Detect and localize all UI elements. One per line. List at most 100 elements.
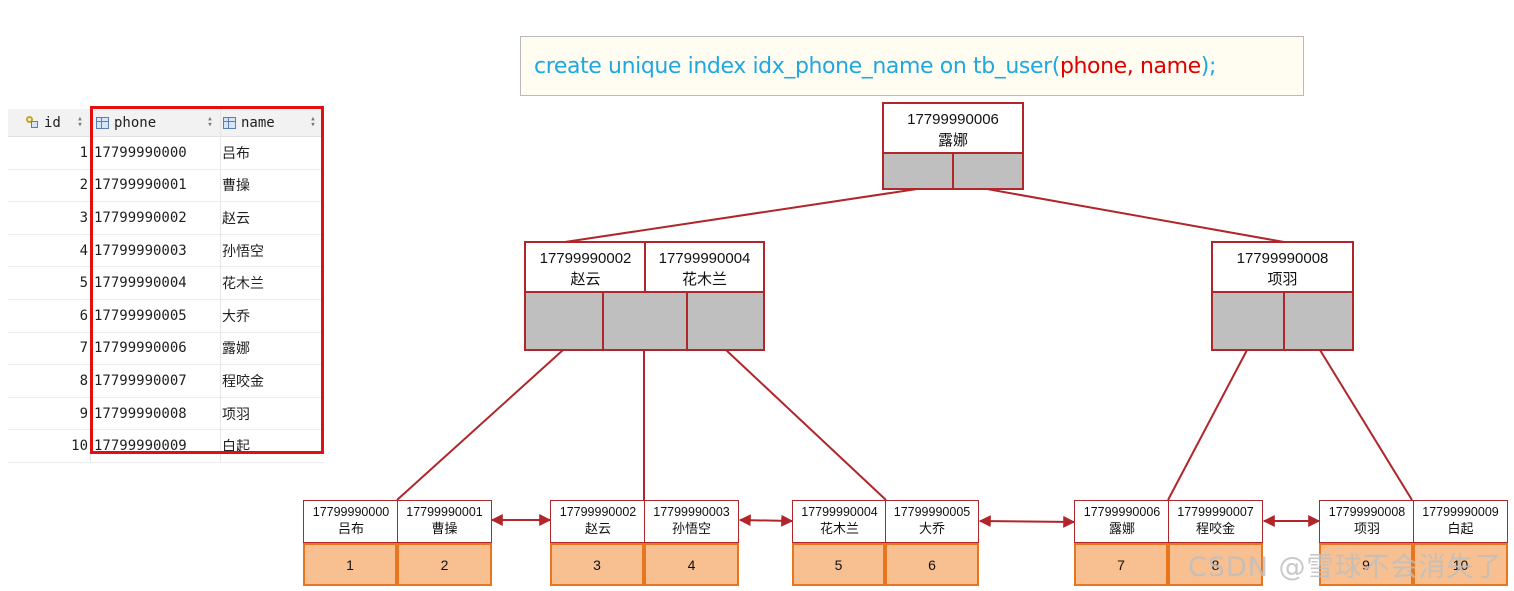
- column-label-name: name: [241, 114, 275, 131]
- name-cell[interactable]: 孙悟空: [222, 243, 264, 260]
- row-id-cell[interactable]: 2: [8, 169, 88, 202]
- sort-icon[interactable]: ▴▾: [310, 114, 316, 130]
- name-cell[interactable]: 花木兰: [222, 276, 264, 293]
- column-header-phone[interactable]: phone ▴▾: [96, 109, 216, 136]
- phone-cell[interactable]: 17799990008: [94, 405, 187, 422]
- table-row[interactable]: 2 17799990001 曹操: [8, 169, 324, 203]
- phone-cell[interactable]: 17799990003: [94, 242, 187, 259]
- column-header-id[interactable]: id ▴▾: [26, 109, 86, 136]
- column-header-name[interactable]: name ▴▾: [223, 109, 323, 136]
- sort-icon[interactable]: ▴▾: [207, 114, 213, 130]
- column-icon: [96, 116, 109, 129]
- column-label-id: id: [44, 114, 61, 131]
- key-phone: 17799990002: [559, 505, 637, 519]
- name-cell[interactable]: 赵云: [222, 210, 250, 227]
- name-cell[interactable]: 曹操: [222, 178, 250, 195]
- name-cell[interactable]: 程咬金: [222, 373, 264, 390]
- table-row[interactable]: 8 17799990007 程咬金: [8, 365, 324, 398]
- phone-cell[interactable]: 17799990006: [94, 340, 187, 357]
- index-key: 17799990002 赵云: [526, 243, 645, 295]
- internal-node-left: 17799990002 赵云 17799990004 花木兰: [524, 241, 765, 351]
- key-phone: 17799990005: [893, 505, 971, 519]
- row-data-cell: 1: [303, 543, 397, 586]
- edge-root-right: [986, 188, 1285, 243]
- key-phone: 17799990008: [1328, 505, 1406, 519]
- sql-index-columns: phone, name: [1059, 53, 1201, 79]
- key-name: 花木兰: [681, 270, 727, 288]
- sql-prefix: create unique index idx_phone_name on tb…: [534, 53, 1060, 79]
- internal-node-right: 17799990008 项羽: [1211, 241, 1354, 351]
- leaf-key: 17799990004 花木兰: [793, 501, 886, 542]
- row-id-cell[interactable]: 3: [8, 202, 88, 234]
- edge-internal-leaf-1: [396, 349, 564, 501]
- key-phone: 17799990009: [1422, 505, 1499, 519]
- table-row[interactable]: 3 17799990002 赵云: [8, 202, 324, 235]
- name-cell[interactable]: 大乔: [222, 308, 250, 325]
- name-cell[interactable]: 露娜: [222, 341, 250, 358]
- key-name: 花木兰: [819, 522, 859, 537]
- phone-cell[interactable]: 17799990009: [94, 438, 187, 455]
- row-id-cell[interactable]: 5: [8, 267, 88, 299]
- row-id-cell[interactable]: 4: [8, 234, 88, 267]
- row-data-cell: 8: [1168, 543, 1263, 586]
- table-row[interactable]: 1 17799990000 吕布: [8, 137, 324, 170]
- sort-icon[interactable]: ▴▾: [77, 114, 83, 130]
- user-table: id ▴▾ phone ▴▾ name ▴▾ 1 17799990000 吕布 2 17…: [8, 109, 324, 463]
- table-row[interactable]: 5 17799990004 花木兰: [8, 267, 324, 300]
- row-id-cell[interactable]: 8: [8, 365, 88, 397]
- leaf-key: 17799990003 孙悟空: [645, 501, 738, 542]
- root-node: 17799990006 露娜: [882, 102, 1024, 190]
- table-row[interactable]: 7 17799990006 露娜: [8, 332, 324, 366]
- sql-statement: create unique index idx_phone_name on tb…: [520, 36, 1304, 96]
- sql-suffix: );: [1200, 53, 1217, 79]
- key-name: 孙悟空: [671, 522, 711, 537]
- row-data-cell: 9: [1319, 543, 1413, 586]
- phone-cell[interactable]: 17799990000: [94, 144, 187, 161]
- row-data-cell: 10: [1413, 543, 1508, 586]
- index-key: 17799990008 项羽: [1213, 243, 1352, 295]
- phone-cell[interactable]: 17799990007: [94, 372, 187, 389]
- key-phone: 17799990001: [406, 505, 483, 519]
- key-phone: 17799990007: [1177, 505, 1254, 519]
- phone-cell[interactable]: 17799990005: [94, 307, 187, 324]
- key-name: 大乔: [918, 522, 945, 537]
- column-icon: [223, 116, 236, 129]
- row-data-cell: 2: [397, 543, 492, 586]
- leaf-keys: 17799990004 花木兰 17799990005 大乔: [792, 500, 979, 543]
- table-row[interactable]: 9 17799990008 项羽: [8, 397, 324, 431]
- key-phone: 17799990006: [907, 111, 999, 128]
- name-cell[interactable]: 吕布: [222, 145, 250, 162]
- key-name: 吕布: [337, 522, 364, 537]
- pointer-row: [526, 291, 763, 349]
- phone-cell[interactable]: 17799990004: [94, 275, 187, 292]
- phone-cell[interactable]: 17799990001: [94, 177, 187, 194]
- table-row[interactable]: 6 17799990005 大乔: [8, 299, 324, 333]
- row-data-cell: 3: [550, 543, 644, 586]
- row-id-cell[interactable]: 9: [8, 397, 88, 430]
- key-name: 白起: [1447, 522, 1474, 537]
- edge-internal-leaf-5: [1319, 349, 1413, 501]
- key-name: 露娜: [937, 131, 968, 149]
- key-name: 赵云: [570, 270, 601, 288]
- row-id-cell[interactable]: 10: [8, 430, 88, 462]
- table-row[interactable]: 4 17799990003 孙悟空: [8, 234, 324, 268]
- edge-internal-leaf-3: [725, 349, 887, 501]
- table-header: id ▴▾ phone ▴▾ name ▴▾: [8, 109, 324, 137]
- key-phone: 17799990004: [801, 505, 878, 519]
- name-cell[interactable]: 项羽: [222, 406, 250, 423]
- column-label-phone: phone: [114, 114, 157, 131]
- key-phone: 17799990003: [653, 505, 730, 519]
- phone-cell[interactable]: 17799990002: [94, 209, 187, 226]
- key-phone: 17799990002: [539, 250, 632, 267]
- row-data-cell: 5: [792, 543, 885, 586]
- row-id-cell[interactable]: 1: [8, 137, 88, 169]
- row-id-cell[interactable]: 7: [8, 332, 88, 365]
- row-id-cell[interactable]: 6: [8, 299, 88, 332]
